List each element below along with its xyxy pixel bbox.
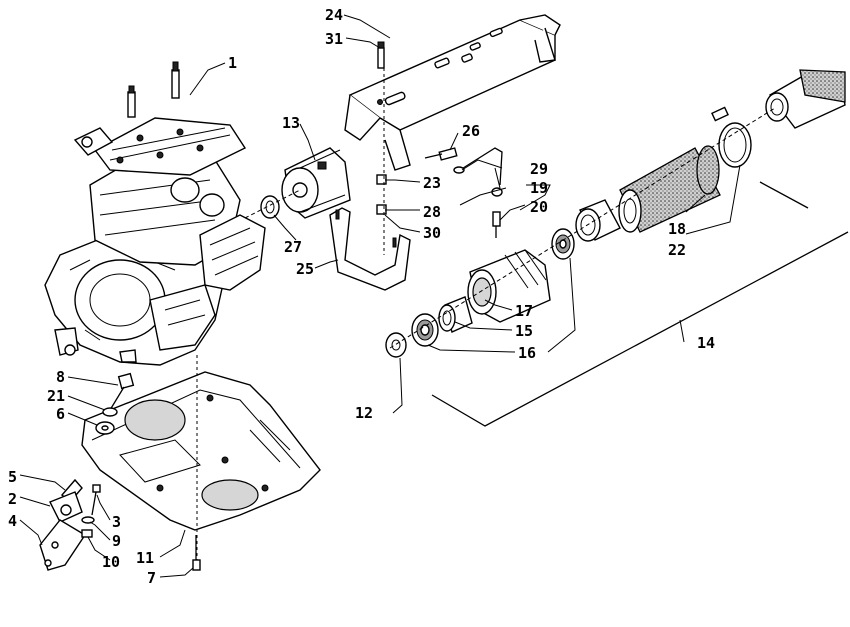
label-part-17: 17 (515, 302, 533, 320)
label-part-13: 13 (282, 114, 300, 132)
label-part-8: 8 (56, 368, 65, 386)
label-part-11: 11 (136, 549, 154, 567)
bearing-16 (411, 313, 439, 347)
mount-hardware-left (39, 372, 201, 571)
engine-mount-plate (81, 371, 321, 531)
label-part-3: 3 (112, 513, 121, 531)
coupler-17 (467, 249, 551, 323)
label-part-18: 18 (668, 220, 686, 238)
label-part-2: 2 (8, 490, 17, 508)
drive-tube-end (765, 69, 846, 129)
mount-bracket (344, 14, 561, 171)
label-part-10: 10 (102, 553, 120, 571)
label-part-7: 7 (147, 569, 156, 587)
fasteners-center (376, 41, 458, 215)
leader-lines (19, 14, 741, 578)
label-part-1: 1 (228, 54, 237, 72)
label-part-23: 23 (423, 174, 441, 192)
label-part-14: 14 (697, 334, 715, 352)
label-part-27: 27 (284, 238, 302, 256)
label-part-24: 24 (325, 6, 343, 24)
label-part-5: 5 (8, 468, 17, 486)
label-part-16: 16 (518, 344, 536, 362)
label-part-28: 28 (423, 203, 441, 221)
spacer-15 (438, 296, 473, 333)
label-part-30: 30 (423, 224, 441, 242)
label-part-26: 26 (462, 122, 480, 140)
spacer-19 (575, 199, 621, 242)
seal-27 (260, 195, 280, 219)
label-part-21: 21 (47, 387, 65, 405)
washer-12 (385, 332, 407, 358)
grease-fitting (453, 147, 503, 238)
bearing-housing (281, 147, 351, 219)
part-labels: 1 24 31 13 26 29 19 23 28 20 30 27 25 18… (8, 6, 715, 587)
label-part-29: 29 (530, 160, 548, 178)
label-part-19: 19 (530, 179, 548, 197)
clamp-22 (711, 106, 752, 168)
label-part-4: 4 (8, 512, 17, 530)
label-part-25: 25 (296, 260, 314, 278)
label-part-20: 20 (530, 198, 548, 216)
boot-18 (618, 145, 721, 233)
label-part-12: 12 (355, 404, 373, 422)
support-bracket (329, 207, 411, 291)
engine-assembly (44, 61, 266, 366)
label-part-31: 31 (325, 30, 343, 48)
label-part-6: 6 (56, 405, 65, 423)
label-part-15: 15 (515, 322, 533, 340)
label-part-9: 9 (112, 532, 121, 550)
bearing-16-right (551, 228, 575, 260)
label-part-22: 22 (668, 241, 686, 259)
